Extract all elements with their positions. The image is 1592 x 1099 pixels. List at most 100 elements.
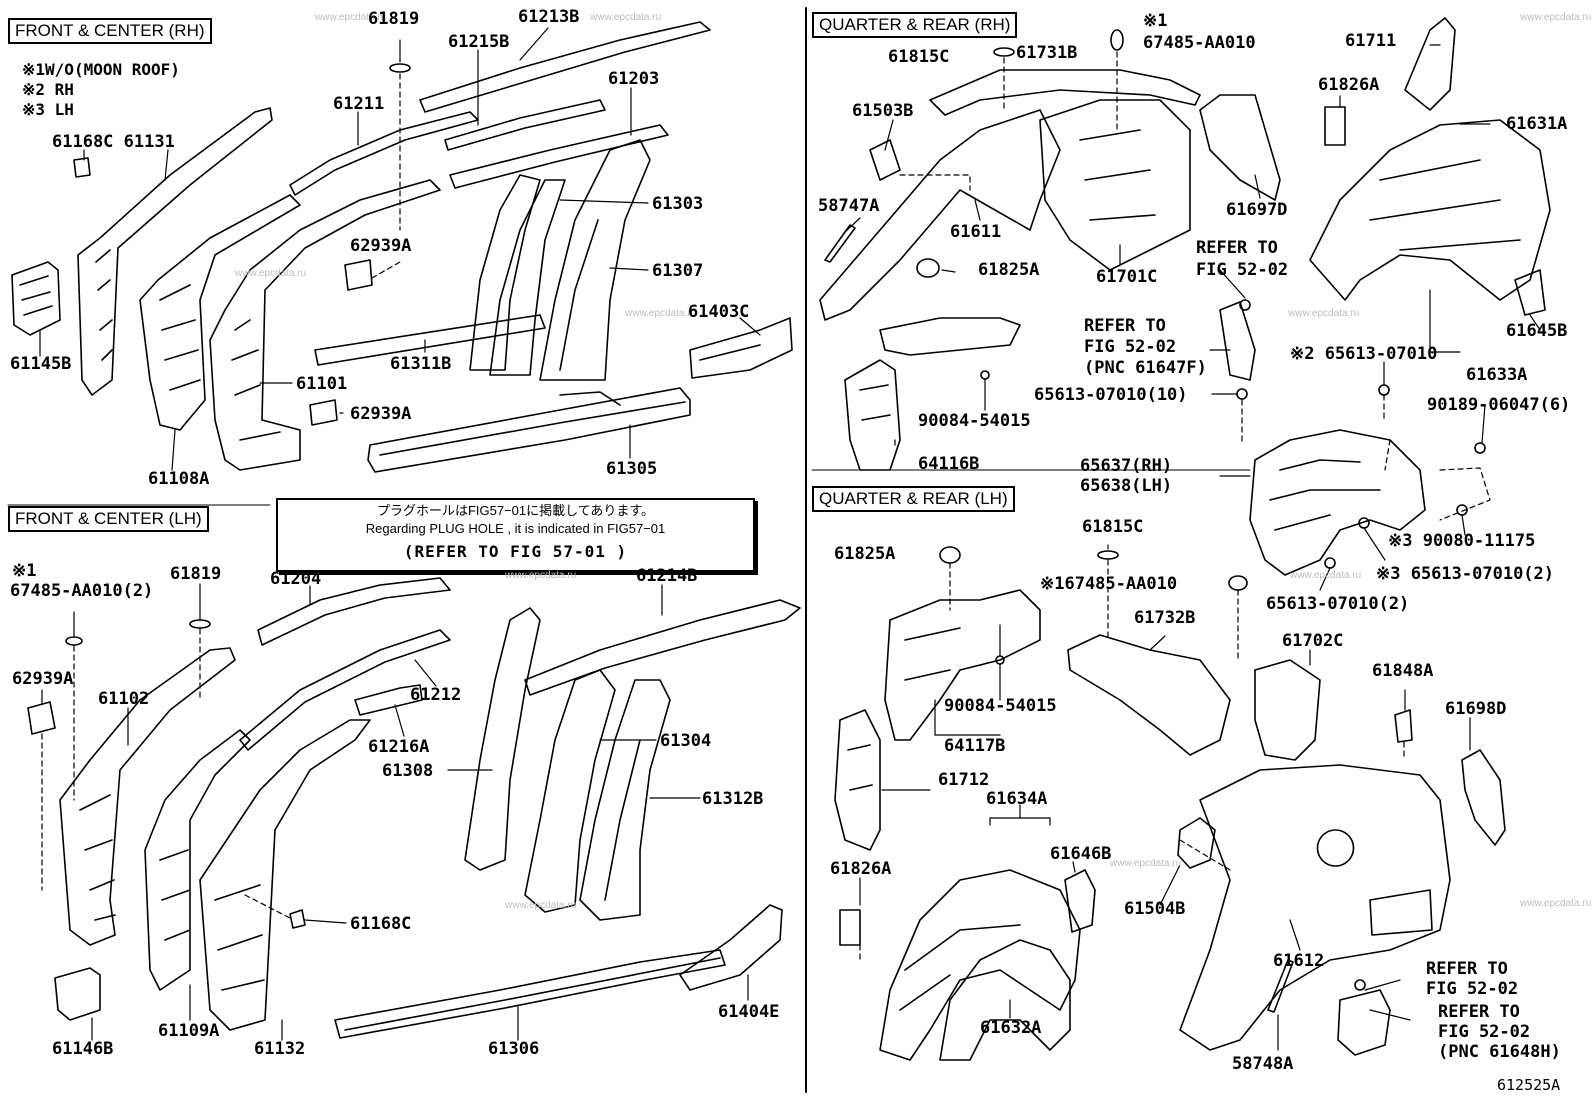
label-61306: 61306 [488, 1039, 540, 1059]
part-61647f-bracket [1219, 301, 1256, 381]
part-61631a [1309, 119, 1551, 301]
note-reference: (REFER TO FIG 57-01 ) [403, 542, 628, 561]
part-61214b [524, 599, 801, 696]
watermark: www.epcdata.ru [315, 12, 387, 23]
watermark: www.epcdata.ru [590, 12, 662, 23]
label-61216a: 61216A [368, 737, 430, 757]
part-61815c-rh [993, 47, 1015, 57]
part-61819-rh [389, 63, 411, 73]
rear-lh-leaders [859, 544, 1471, 1051]
part-61645b [1514, 269, 1546, 316]
part-67485-lh [65, 636, 83, 646]
label-90080-11175: ※3 90080-11175 [1388, 531, 1536, 551]
part-61826a-lh [839, 909, 861, 946]
label-62939a: 62939A [350, 404, 412, 424]
label-note-1: ※1 [1143, 11, 1168, 31]
part-65613-2 [1324, 557, 1336, 569]
part-61308 [464, 607, 541, 871]
label-61702c: 61702C [1282, 631, 1344, 651]
label-61312b: 61312B [702, 789, 764, 809]
label-61701c: 61701C [1096, 267, 1158, 287]
label-61211: 61211 [333, 94, 385, 114]
part-61504b [1177, 817, 1216, 869]
legend-rh: ※2 RH [22, 80, 74, 99]
label-64117b: 64117B [944, 736, 1006, 756]
label-61307: 61307 [652, 261, 704, 281]
part-61403c [689, 317, 793, 379]
label-61304: 61304 [660, 731, 712, 751]
part-61307 [539, 139, 651, 381]
label-90084-54015: 90084-54015 [944, 696, 1057, 716]
label-65637-rh: 65637(RH) [1080, 456, 1173, 476]
part-61305 [367, 387, 691, 473]
section-title-quarter-rear-lh: QUARTER & REAR (LH) [812, 486, 1015, 512]
part-61819-lh [189, 619, 211, 629]
label-61101: 61101 [296, 374, 348, 394]
label-90084-54015: 90084-54015 [918, 411, 1031, 431]
label-refer-to: REFER TO [1084, 316, 1166, 336]
label-fig-52-02: FIG 52-02 [1084, 337, 1177, 357]
part-61213b [419, 21, 711, 113]
label-61633a: 61633A [1466, 365, 1528, 385]
label-61168c: 61168C [350, 914, 412, 934]
label-65613-07010-2-lh: ※3 65613-07010(2) [1376, 564, 1555, 584]
label-pnc-61647f: (PNC 61647F) [1084, 358, 1207, 378]
part-61215b [444, 99, 606, 151]
label-61634a: 61634A [986, 789, 1048, 809]
part-61634a [879, 869, 1081, 1061]
label-fig-52-02: FIG 52-02 [1196, 260, 1289, 280]
part-65613-10 [1236, 388, 1248, 400]
label-fig-52-02: FIG 52-02 [1426, 979, 1519, 999]
label-61108a: 61108A [148, 469, 210, 489]
label-61503b: 61503B [852, 101, 914, 121]
part-61697d [1199, 94, 1281, 201]
label-61204: 61204 [270, 569, 322, 589]
label-refer-to: REFER TO [1438, 1002, 1520, 1022]
watermark: www.epcdata.ru [1110, 858, 1182, 869]
rear-rh-leaders [844, 44, 1541, 591]
part-61825a-lh [939, 546, 961, 564]
label-61731b: 61731B [1016, 43, 1078, 63]
part-61216a [354, 684, 423, 716]
label-refer-to: REFER TO [1196, 238, 1278, 258]
watermark: www.epcdata.ru [235, 268, 307, 279]
legend-moon-roof: ※1W/O(MOON ROOF) [22, 60, 180, 79]
label-61203: 61203 [608, 69, 660, 89]
part-61503b [869, 139, 901, 181]
part-61701c [1039, 99, 1191, 271]
part-90084-rh [980, 370, 990, 380]
part-61109a [144, 729, 251, 991]
label-61612: 61612 [1273, 951, 1325, 971]
part-90189 [1474, 442, 1486, 454]
label-65613-07010-2: 65613-07010(2) [1266, 594, 1410, 614]
part-61311b [314, 314, 546, 366]
label-64116b: 64116B [918, 454, 980, 474]
watermark: www.epcdata.ru [505, 900, 577, 911]
part-61146b [54, 967, 101, 1021]
label-61146b: 61146B [52, 1039, 114, 1059]
front-lh-parts [27, 577, 801, 1039]
label-61711: 61711 [1345, 31, 1397, 51]
part-62939a-2 [309, 399, 338, 426]
label-61646b: 61646B [1050, 844, 1112, 864]
label-61145b: 61145B [10, 354, 72, 374]
label-90189-06047-6: 90189-06047(6) [1427, 395, 1571, 415]
watermark: www.epcdata.ru [1290, 570, 1362, 581]
part-61848a [1394, 709, 1413, 743]
part-58748a [1267, 959, 1294, 1013]
label-67485-aa010: 67485-AA010 [1143, 33, 1256, 53]
section-title-front-center-rh: FRONT & CENTER (RH) [8, 18, 212, 44]
label-61404e: 61404E [718, 1002, 780, 1022]
label-61826a: 61826A [830, 859, 892, 879]
label-pnc-61648h: (PNC 61648H) [1438, 1042, 1561, 1062]
part-67485-lh-rear [1228, 575, 1248, 591]
label-61308: 61308 [382, 761, 434, 781]
part-61611 [819, 109, 1061, 321]
label-61815c: 61815C [888, 47, 950, 67]
label-61311b: 61311B [390, 354, 452, 374]
note-japanese: プラグホールはFIG57−01に掲載してあります。 [376, 503, 655, 518]
part-61145b [11, 261, 61, 336]
label-61815c: 61815C [1082, 517, 1144, 537]
label-61698d: 61698D [1445, 699, 1507, 719]
